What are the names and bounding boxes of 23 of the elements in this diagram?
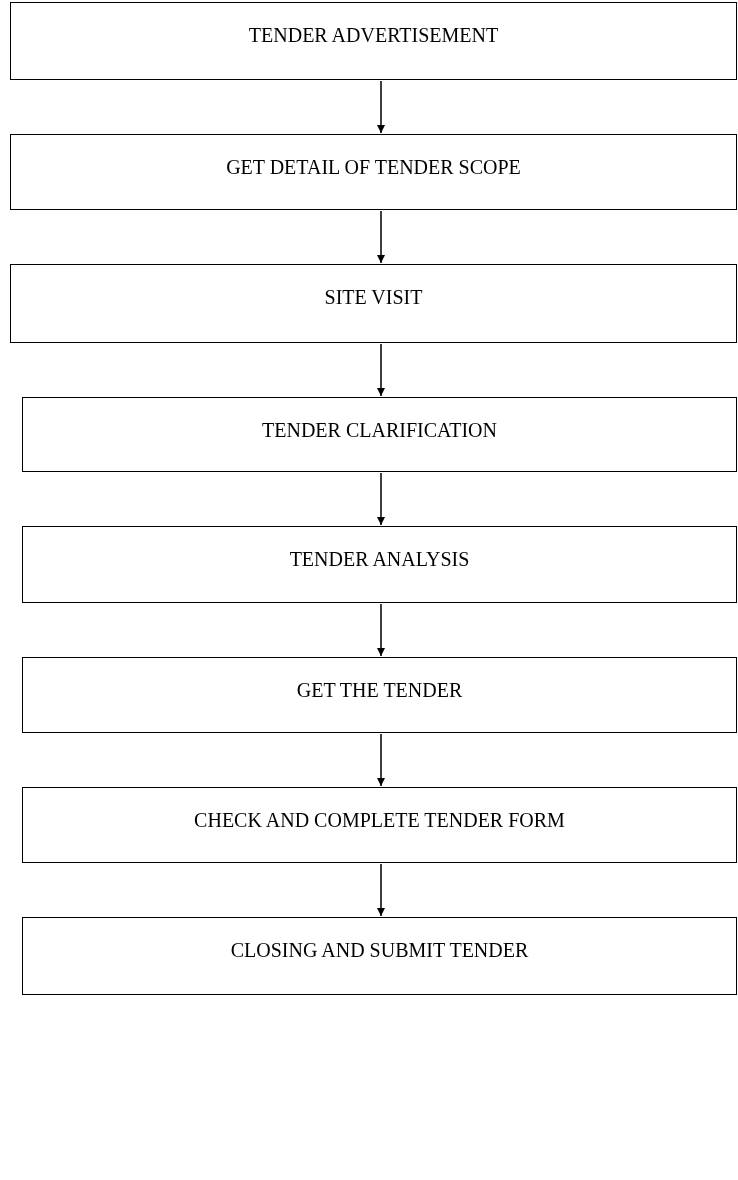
box-label: CHECK AND COMPLETE TENDER FORM [194,808,565,833]
process-box [22,917,737,995]
box-label: GET THE TENDER [296,678,463,703]
process-box [10,2,737,80]
arrow [377,863,385,917]
box-label: GET DETAIL OF TENDER SCOPE [226,155,521,180]
box-label: SITE VISIT [324,285,423,310]
box-label: TENDER ANALYSIS [289,547,470,572]
process-box [22,526,737,603]
arrow [377,472,385,526]
arrow [377,603,385,657]
arrow [377,733,385,787]
process-box [10,264,737,343]
process-box [22,787,737,863]
box-label: CLOSING AND SUBMIT TENDER [230,938,529,963]
process-box [10,134,737,210]
box-label: TENDER ADVERTISEMENT [248,23,499,48]
process-box [22,657,737,733]
arrow [377,80,385,134]
arrow [377,210,385,264]
arrow [377,343,385,397]
box-label: TENDER CLARIFICATION [262,418,497,443]
process-box [22,397,737,472]
